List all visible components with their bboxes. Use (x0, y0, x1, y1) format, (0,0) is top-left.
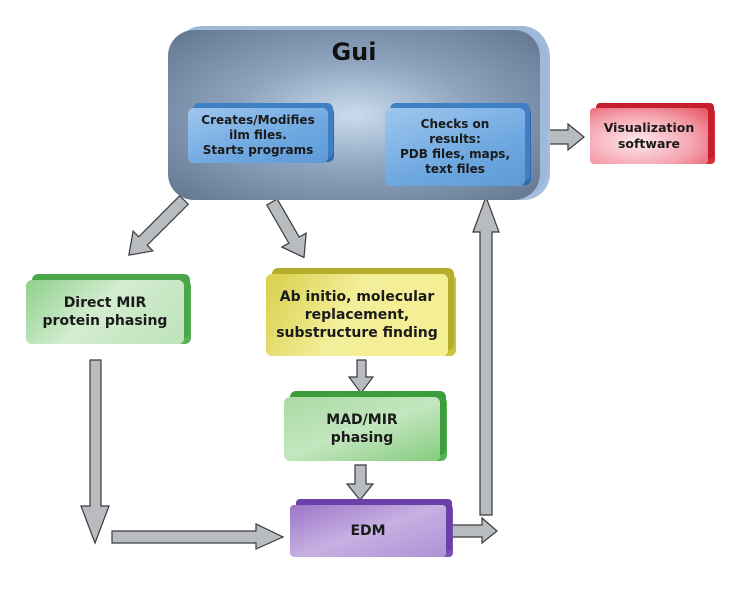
gui-title: Gui (331, 38, 377, 66)
edm-label: EDM (350, 523, 386, 539)
ab-initio-line-2: replacement, (304, 307, 410, 323)
visualization-line-1: Visualization (603, 120, 695, 135)
mad-mir-line-1: MAD/MIR (326, 412, 398, 428)
ab-initio-box: Ab initio, molecular replacement, substr… (266, 274, 448, 356)
gui-right-line-4: text files (425, 162, 485, 176)
mad-mir-box: MAD/MIR phasing (284, 397, 440, 461)
arrow-mad-mir-to-edm (345, 464, 375, 501)
gui-left-panel: Creates/Modifies ilm files. Starts progr… (188, 108, 328, 163)
arrow-direct-mir-down (80, 359, 110, 545)
direct-mir-box: Direct MIR protein phasing (26, 280, 184, 344)
gui-left-line-3: Starts programs (202, 143, 314, 157)
visualization-line-2: software (617, 136, 681, 151)
gui-left-line-2: ilm files. (229, 128, 287, 142)
arrow-to-edm (111, 523, 285, 550)
ab-initio-line-3: substructure finding (276, 325, 438, 341)
arrow-gui-to-ab-initio (265, 198, 307, 259)
gui-right-line-1: Checks on (420, 117, 490, 131)
ab-initio-line-1: Ab initio, molecular (279, 289, 435, 305)
arrow-gui-to-visualization (544, 122, 585, 152)
arrow-ab-initio-to-mad-mir (347, 359, 375, 394)
direct-mir-line-1: Direct MIR (63, 295, 147, 311)
gui-right-panel: Checks on results: PDB files, maps, text… (385, 108, 525, 186)
gui-right-line-2: results: (429, 132, 481, 146)
visualization-box: Visualization software (590, 108, 708, 164)
mad-mir-line-2: phasing (330, 430, 394, 446)
gui-left-line-1: Creates/Modifies (201, 113, 315, 127)
direct-mir-line-2: protein phasing (42, 313, 168, 329)
arrow-edm-right (448, 516, 498, 545)
arrow-up-to-gui (472, 195, 500, 516)
arrow-gui-to-direct-mir (128, 194, 190, 256)
edm-box: EDM (290, 505, 446, 557)
gui-right-line-3: PDB files, maps, (400, 147, 510, 161)
